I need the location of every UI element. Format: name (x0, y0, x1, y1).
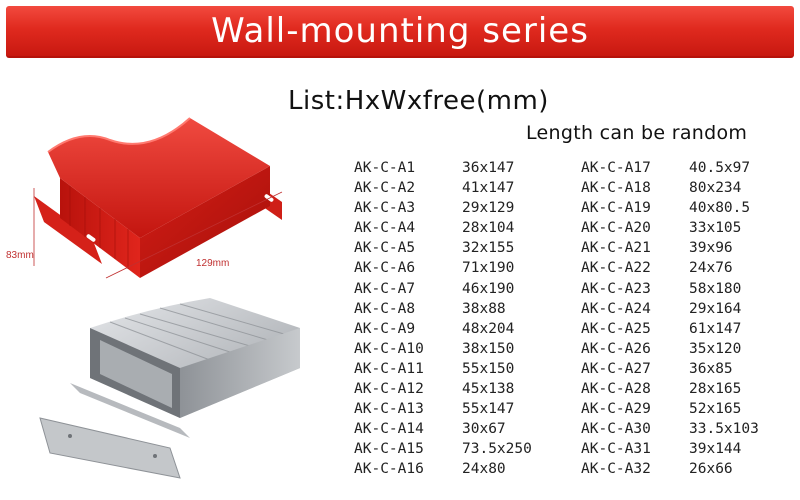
banner-title: Wall-mounting series (211, 11, 589, 51)
length-note: Length can be random (526, 122, 748, 144)
width-dimension-label: 129mm (196, 258, 230, 269)
red-enclosure-image (33, 117, 283, 279)
silver-enclosure-image (39, 298, 300, 479)
height-dimension-label: 83mm (6, 250, 34, 261)
list-title: List:HxWxfree(mm) (288, 86, 549, 116)
title-banner: Wall-mounting series (6, 6, 794, 58)
